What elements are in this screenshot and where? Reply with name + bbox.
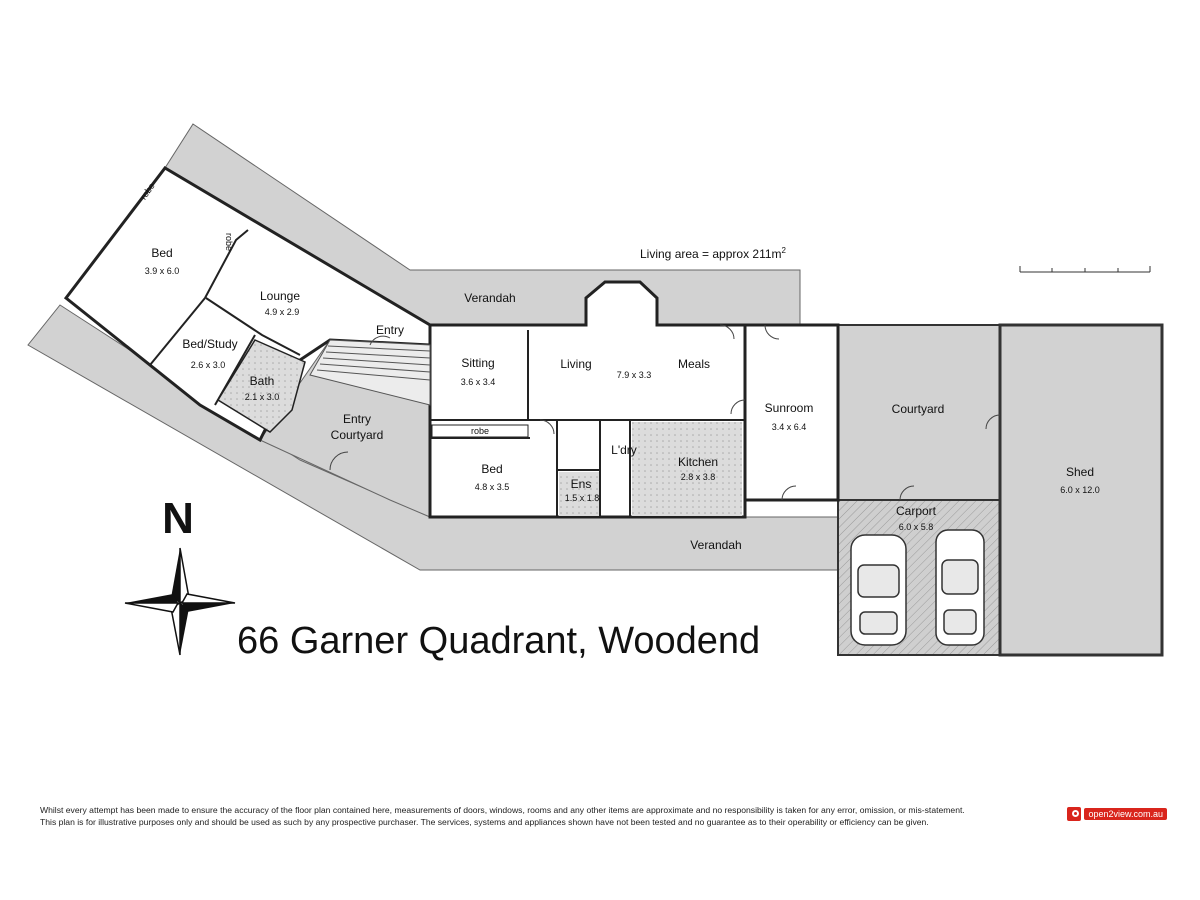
- room-entry-name: Entry: [376, 323, 404, 337]
- room-ens-name: Ens: [571, 477, 592, 491]
- room-bedstudy-name: Bed/Study: [182, 337, 237, 351]
- robe-label-1: robe: [471, 426, 489, 436]
- room-sitting-name: Sitting: [461, 356, 494, 370]
- verandah-top-label: Verandah: [464, 291, 515, 305]
- room-sunroom-dims: 3.4 x 6.4: [772, 422, 807, 432]
- room-bed2-name: Bed: [481, 462, 502, 476]
- partitions: [149, 229, 745, 517]
- car-right-icon: [935, 529, 985, 646]
- room-shed-dims: 6.0 x 12.0: [1060, 485, 1100, 495]
- disclaimer: Whilst every attempt has been made to en…: [40, 804, 1060, 828]
- robe-label-3: robe: [224, 233, 234, 251]
- room-livmeals-dims: 7.9 x 3.3: [617, 370, 652, 380]
- room-bedstudy-dims: 2.6 x 3.0: [191, 360, 226, 370]
- tiled-areas: [216, 339, 742, 516]
- room-bed1-dims: 3.9 x 6.0: [145, 266, 180, 276]
- disclaimer-line-1: Whilst every attempt has been made to en…: [40, 805, 965, 815]
- door-swings: [329, 324, 1001, 501]
- room-meals-name: Meals: [678, 357, 710, 371]
- north-arrow-icon: [124, 547, 236, 656]
- room-living-name: Living: [560, 357, 591, 371]
- scale-bar: [1019, 266, 1151, 273]
- robe-1: [431, 424, 529, 438]
- disclaimer-line-2: This plan is for illustrative purposes o…: [40, 817, 929, 827]
- room-sunroom-name: Sunroom: [765, 401, 814, 415]
- verandah-bottom-label: Verandah: [690, 538, 741, 552]
- open2view-mark-icon: [1067, 807, 1082, 821]
- room-kitchen-dims: 2.8 x 3.8: [681, 472, 716, 482]
- living-area-note: Living area = approx 211m2: [640, 246, 787, 261]
- logo-text: open2view.com.au: [1084, 808, 1167, 820]
- room-sitting-dims: 3.6 x 3.4: [461, 377, 496, 387]
- kitchen-tiles: [632, 422, 742, 516]
- courtyard-area: [837, 324, 1001, 501]
- room-kitchen-name: Kitchen: [678, 455, 718, 469]
- room-ldry-name: L'dry: [611, 443, 637, 457]
- open2view-logo: open2view.com.au: [1067, 806, 1167, 822]
- shed-area: [998, 323, 1164, 657]
- property-address-title: 66 Garner Quadrant, Woodend: [237, 620, 760, 662]
- sunroom-walls: [743, 323, 840, 502]
- room-lounge-dims: 4.9 x 2.9: [265, 307, 300, 317]
- north-label: N: [162, 494, 194, 543]
- room-courtyard-name: Courtyard: [892, 402, 945, 416]
- room-shed-name: Shed: [1066, 465, 1094, 479]
- room-bed2-dims: 4.8 x 3.5: [475, 482, 510, 492]
- room-lounge-name: Lounge: [260, 289, 300, 303]
- entry-courtyard-line1: Entry: [343, 412, 371, 426]
- room-ens-dims: 1.5 x 1.8: [565, 493, 600, 503]
- ens-tiles: [559, 472, 599, 516]
- entry-courtyard-line2: Courtyard: [331, 428, 384, 442]
- bath-tiles: [216, 339, 306, 433]
- room-bath-dims: 2.1 x 3.0: [245, 392, 280, 402]
- room-carport-dims: 6.0 x 5.8: [899, 522, 934, 532]
- car-left-icon: [850, 534, 907, 646]
- entry-steps: [309, 339, 431, 406]
- room-bath-name: Bath: [250, 374, 275, 388]
- room-bed1-name: Bed: [151, 246, 172, 260]
- room-carport-name: Carport: [896, 504, 937, 518]
